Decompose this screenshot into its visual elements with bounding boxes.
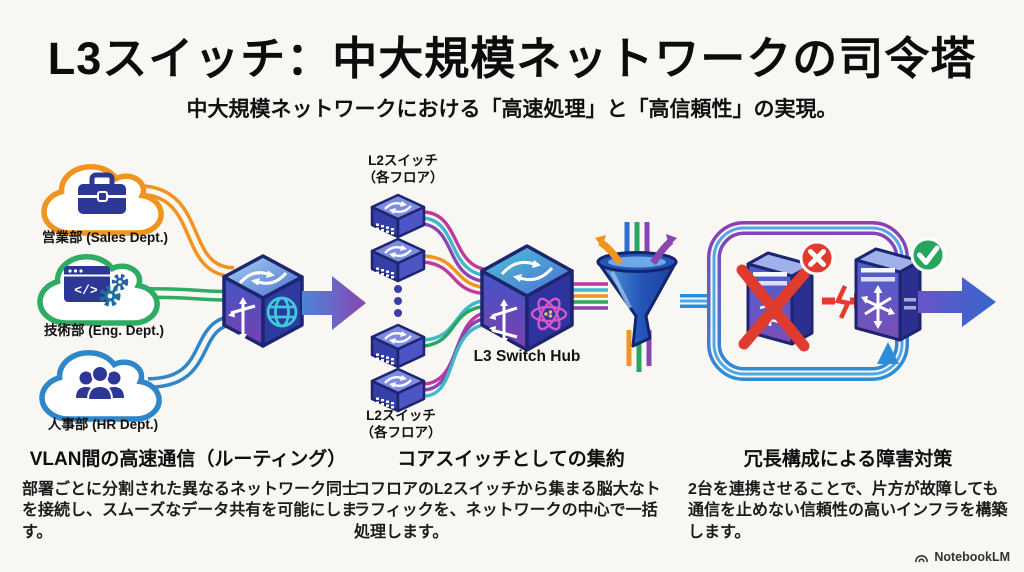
l2-switch-icon bbox=[370, 237, 426, 283]
section-body: 2台を連携させることで、片方が故障しても通信を止めない信頼性の高いインフラを構築… bbox=[688, 481, 1008, 541]
vlan-routing-group: 営業部 (Sales Dept.) </> 技術部 (E bbox=[39, 166, 366, 432]
cloud-hr bbox=[41, 352, 160, 420]
people-group-icon bbox=[76, 365, 124, 401]
notebooklm-icon bbox=[915, 555, 929, 563]
label-l2-bottom-line1: L2スイッチ bbox=[366, 408, 436, 423]
l2-switch-icon bbox=[370, 193, 426, 239]
notebooklm-brand: NotebookLM bbox=[914, 550, 1010, 564]
label-l2-top-line2: （各フロア） bbox=[363, 169, 444, 185]
error-badge bbox=[799, 240, 835, 276]
ellipsis-dots bbox=[394, 285, 402, 317]
l2-switch-icon bbox=[370, 367, 426, 413]
globe-icon bbox=[266, 296, 298, 328]
swap-arrows-icon bbox=[500, 260, 554, 282]
core-aggregation-group: L2スイッチ （各フロア） L2 bbox=[361, 153, 720, 440]
section-core-aggregation: コアスイッチとしての集約 コフロアのL2スイッチから集まる脳大なトラフィックを、… bbox=[354, 444, 668, 543]
briefcase-icon bbox=[78, 172, 126, 214]
label-hr-dept: 人事部 (HR Dept.) bbox=[48, 416, 158, 432]
code-window-gears-icon: </> bbox=[64, 266, 129, 307]
funnel-icon bbox=[595, 222, 678, 372]
section-body: コフロアのL2スイッチから集まる脳大なトラフィックを、ネットワークの中心で一括処… bbox=[354, 481, 661, 541]
label-l3-switch-hub: L3 Switch Hub bbox=[474, 348, 581, 365]
section-body: 部署ごとに分割された異なるネットワーク同士を接続し、スムーズなデータ共有を可能に… bbox=[22, 481, 359, 541]
page-subtitle: 中大規模ネットワークにおける「高速処理」と「高信頼性」の実現。 bbox=[186, 98, 838, 121]
label-l2-bottom-line2: （各フロア） bbox=[361, 424, 442, 440]
cross-arrows-icon bbox=[230, 301, 256, 337]
cross-arrows-icon bbox=[491, 303, 518, 341]
label-sales-dept: 営業部 (Sales Dept.) bbox=[42, 229, 168, 245]
ok-badge bbox=[910, 237, 946, 273]
l3-switch-hub-cube bbox=[480, 244, 574, 352]
swap-arrows-icon bbox=[238, 271, 288, 285]
failed-switch-icon bbox=[736, 251, 814, 352]
branch-arrows-icon bbox=[864, 290, 892, 324]
arrow-right-icon bbox=[302, 276, 366, 330]
label-l2-top-line1: L2スイッチ bbox=[368, 153, 438, 168]
check-icon bbox=[917, 245, 940, 265]
active-switch-icon bbox=[854, 247, 922, 342]
x-icon bbox=[808, 249, 826, 267]
page-title: L3スイッチ：中大規模ネットワークの司令塔 bbox=[47, 33, 977, 84]
section-heading: VLAN間の高速通信（ルーティング） bbox=[29, 449, 347, 470]
cloud-sales bbox=[43, 166, 162, 234]
l3-switch-cube bbox=[222, 254, 304, 348]
section-heading: コアスイッチとしての集約 bbox=[397, 449, 625, 470]
exit-arrow-icon bbox=[918, 277, 996, 327]
section-redundancy: 冗長構成による障害対策 2台を連携させることで、片方が故障しても通信を止めない信… bbox=[688, 444, 1008, 543]
gear-icon bbox=[99, 273, 129, 307]
atom-icon bbox=[530, 297, 568, 331]
cloud-engineering: </> bbox=[39, 256, 158, 324]
brand-label: NotebookLM bbox=[934, 550, 1010, 564]
loop-arrowhead bbox=[877, 342, 899, 364]
svg-text:</>: </> bbox=[74, 283, 98, 298]
section-heading: 冗長構成による障害対策 bbox=[743, 449, 953, 470]
section-vlan-routing: VLAN間の高速通信（ルーティング） 部署ごとに分割された異なるネットワーク同士… bbox=[16, 444, 360, 543]
redundancy-group bbox=[707, 221, 996, 381]
label-eng-dept: 技術部 (Eng. Dept.) bbox=[44, 322, 164, 338]
failure-x-mark bbox=[736, 264, 810, 352]
l2-switch-icon bbox=[370, 323, 426, 369]
